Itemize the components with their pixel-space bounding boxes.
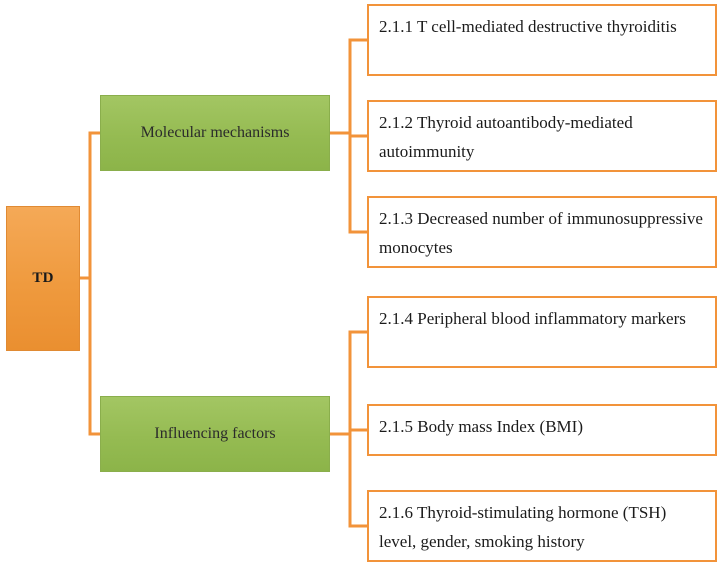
node-leaf-label: 2.1.4 Peripheral blood inflammatory mark…: [379, 309, 686, 328]
node-leaf-label: 2.1.1 T cell-mediated destructive thyroi…: [379, 17, 677, 36]
node-leaf-2-1-1[interactable]: 2.1.1 T cell-mediated destructive thyroi…: [367, 4, 717, 76]
connector-branch2-to-leaf-6: [330, 432, 367, 528]
node-leaf-label: 2.1.3 Decreased number of immunosuppress…: [379, 209, 703, 257]
connector-root-to-branch-1: [80, 131, 100, 280]
node-branch-molecular-mechanisms[interactable]: Molecular mechanisms: [100, 95, 330, 171]
node-root-label: TD: [32, 270, 54, 286]
node-leaf-label: 2.1.5 Body mass Index (BMI): [379, 417, 583, 436]
node-branch-influencing-factors[interactable]: Influencing factors: [100, 396, 330, 472]
node-leaf-2-1-2[interactable]: 2.1.2 Thyroid autoantibody-mediated auto…: [367, 100, 717, 172]
node-branch-label: Molecular mechanisms: [140, 124, 290, 141]
node-leaf-2-1-6[interactable]: 2.1.6 Thyroid-stimulating hormone (TSH) …: [367, 490, 717, 562]
node-leaf-2-1-5[interactable]: 2.1.5 Body mass Index (BMI): [367, 404, 717, 456]
node-branch-label: Influencing factors: [154, 425, 276, 442]
connector-root-to-branch-2: [80, 276, 100, 436]
connector-branch1-to-leaf-1: [330, 38, 367, 135]
connector-branch2-to-leaf-4: [330, 330, 367, 436]
node-leaf-2-1-3[interactable]: 2.1.3 Decreased number of immunosuppress…: [367, 196, 717, 268]
node-root-td[interactable]: TD: [6, 206, 80, 351]
connector-branch1-to-leaf-3: [330, 131, 367, 234]
node-leaf-label: 2.1.6 Thyroid-stimulating hormone (TSH) …: [379, 503, 667, 551]
node-leaf-label: 2.1.2 Thyroid autoantibody-mediated auto…: [379, 113, 633, 161]
node-leaf-2-1-4[interactable]: 2.1.4 Peripheral blood inflammatory mark…: [367, 296, 717, 368]
